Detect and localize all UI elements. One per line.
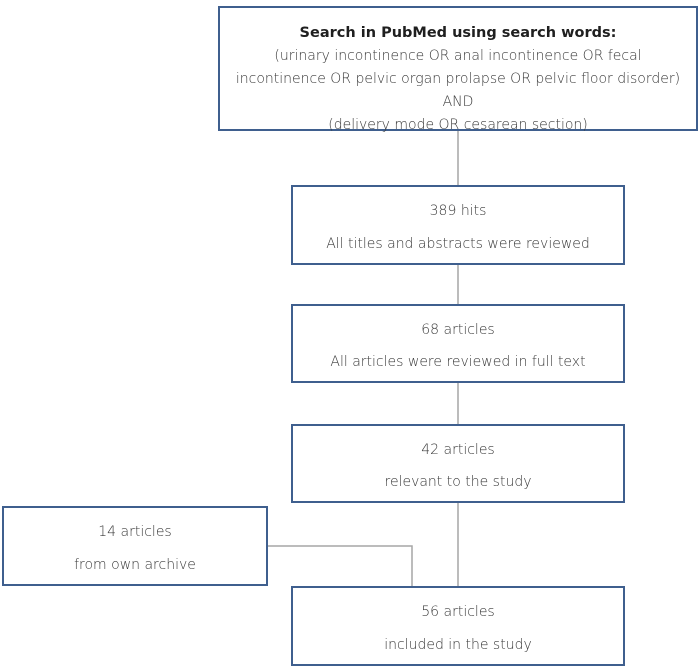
included-note: included in the study xyxy=(384,637,532,653)
search-terms-line-2: incontinence OR pelvic organ prolapse OR… xyxy=(235,71,681,87)
hits-box: 389 hits All titles and abstracts were r… xyxy=(291,185,625,265)
archive-count: 14 articles xyxy=(98,524,172,540)
relevant-note: relevant to the study xyxy=(384,474,532,490)
fulltext-count: 68 articles xyxy=(421,322,495,338)
search-terms-and: AND xyxy=(442,94,474,110)
connector-archive-to-56 xyxy=(268,545,413,586)
hits-count: 389 hits xyxy=(429,203,487,219)
hits-note: All titles and abstracts were reviewed xyxy=(326,236,590,252)
included-count: 56 articles xyxy=(421,604,495,620)
fulltext-review-box: 68 articles All articles were reviewed i… xyxy=(291,304,625,383)
search-box: Search in PubMed using search words: (ur… xyxy=(218,6,698,133)
search-title: Search in PubMed using search words: xyxy=(299,25,617,41)
search-terms-line-4: (delivery mode OR cesarean section) xyxy=(328,117,588,133)
relevant-count: 42 articles xyxy=(421,442,495,458)
relevant-box: 42 articles relevant to the study xyxy=(291,424,625,503)
included-box: 56 articles included in the study xyxy=(291,586,625,666)
fulltext-note: All articles were reviewed in full text xyxy=(330,354,586,370)
search-terms-line-1: (urinary incontinence OR anal incontinen… xyxy=(274,48,642,64)
own-archive-box: 14 articles from own archive xyxy=(2,506,268,586)
archive-note: from own archive xyxy=(74,557,196,573)
